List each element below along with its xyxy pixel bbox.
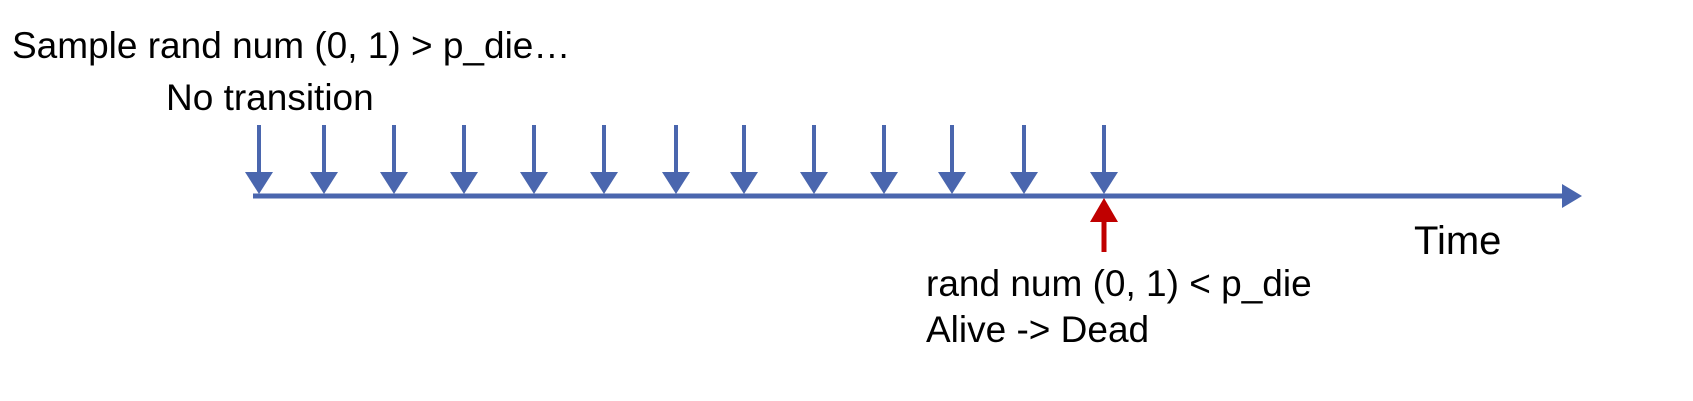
sample-arrow-head-icon	[520, 172, 548, 194]
death-arrow-head-icon	[1090, 198, 1118, 222]
sample-arrow-group	[245, 125, 1118, 194]
sample-arrow-head-icon	[245, 172, 273, 194]
sample-arrow	[662, 125, 690, 194]
sample-arrow-head-icon	[938, 172, 966, 194]
sample-arrow-head-icon	[380, 172, 408, 194]
sample-arrow-head-icon	[450, 172, 478, 194]
sample-arrow	[520, 125, 548, 194]
sample-arrow	[450, 125, 478, 194]
sample-arrow-death-tick	[1090, 125, 1118, 194]
sample-arrow	[590, 125, 618, 194]
sample-arrow	[870, 125, 898, 194]
sample-arrow-head-icon	[662, 172, 690, 194]
sample-arrow	[380, 125, 408, 194]
sample-arrow-head-icon	[730, 172, 758, 194]
death-annotation-line2: Alive -> Dead	[926, 309, 1150, 350]
timeline-arrowhead-icon	[1562, 184, 1582, 208]
time-axis-label: Time	[1414, 219, 1502, 263]
sample-arrow	[310, 125, 338, 194]
death-annotation-line1: rand num (0, 1) < p_die	[926, 263, 1312, 304]
sample-arrow	[730, 125, 758, 194]
sample-arrow	[1010, 125, 1038, 194]
sample-annotation-line2: No transition	[166, 77, 374, 118]
sample-arrow-head-icon	[310, 172, 338, 194]
sample-arrow	[938, 125, 966, 194]
sample-annotation-line1: Sample rand num (0, 1) > p_die…	[12, 25, 571, 66]
sample-arrow-head-icon	[590, 172, 618, 194]
sample-arrow-head-icon	[800, 172, 828, 194]
sample-arrow-head-icon	[870, 172, 898, 194]
sample-arrow-head-icon	[1010, 172, 1038, 194]
sample-arrow	[245, 125, 273, 194]
death-event-arrow	[1090, 198, 1118, 252]
sample-arrow	[800, 125, 828, 194]
timeline-axis	[253, 184, 1582, 208]
sample-arrow-head-icon	[1090, 172, 1118, 194]
